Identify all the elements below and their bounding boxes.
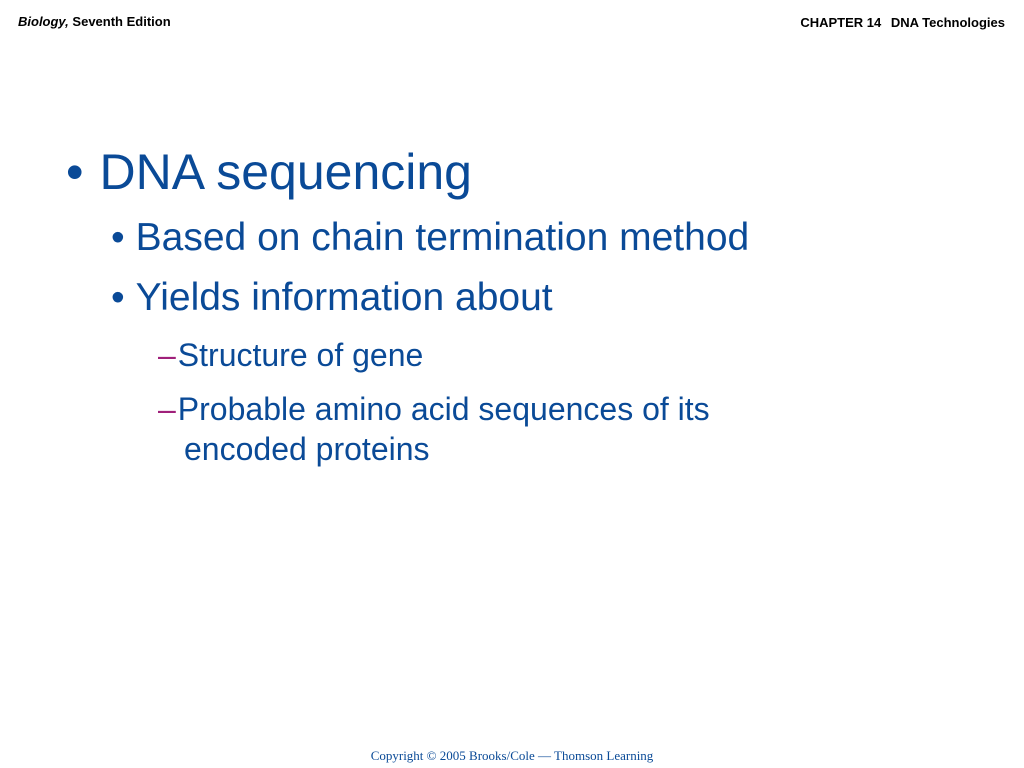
sub-point-text: Based on chain termination method (135, 216, 750, 259)
bullet-icon: • (66, 144, 84, 200)
detail-item-continuation: encoded proteins (184, 429, 430, 469)
detail-item: –Structure of gene (158, 335, 423, 375)
header-chapter-info: CHAPTER 14 DNA Technologies (800, 15, 1005, 30)
detail-item: –Probable amino acid sequences of its (158, 389, 710, 429)
bullet-icon: • (111, 276, 125, 319)
chapter-title: DNA Technologies (890, 15, 1005, 30)
chapter-label: CHAPTER 14 (800, 15, 882, 30)
main-bullet-item: • DNA sequencing (66, 141, 472, 203)
sub-bullet-item: •Based on chain termination method (111, 214, 749, 262)
copyright-footer: Copyright © 2005 Brooks/Cole — Thomson L… (370, 748, 654, 763)
book-title: Biology, (18, 14, 69, 29)
dash-icon: – (158, 337, 176, 373)
detail-text: Probable amino acid sequences of its (177, 391, 710, 427)
detail-text: Structure of gene (177, 337, 424, 373)
sub-bullet-item: •Yields information about (111, 274, 553, 322)
header-book-info: Biology, Seventh Edition (18, 14, 171, 29)
main-point-text: DNA sequencing (99, 144, 472, 200)
book-edition: Seventh Edition (72, 14, 171, 29)
sub-point-text: Yields information about (135, 276, 553, 319)
dash-icon: – (158, 391, 176, 427)
bullet-icon: • (111, 216, 125, 259)
detail-text: encoded proteins (184, 431, 430, 467)
